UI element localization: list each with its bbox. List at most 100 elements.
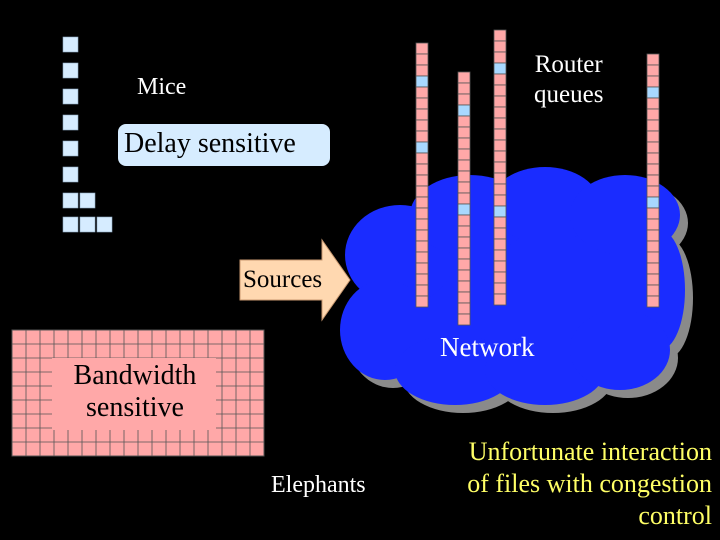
queue-cell bbox=[493, 84, 507, 97]
network-label: Network bbox=[440, 332, 535, 362]
queue-cell bbox=[457, 159, 471, 172]
queue-cell bbox=[646, 229, 660, 242]
queue-cell bbox=[493, 194, 507, 207]
queue-cell bbox=[646, 152, 660, 165]
queue-marker-cell bbox=[415, 75, 429, 88]
queue-cell bbox=[457, 258, 471, 271]
queue-cell bbox=[646, 75, 660, 88]
queue-cell bbox=[415, 64, 429, 77]
queue-cell bbox=[646, 207, 660, 220]
queue-cell bbox=[646, 130, 660, 143]
mouse-cell bbox=[62, 88, 79, 105]
queue-cell bbox=[646, 295, 660, 308]
queue-cell bbox=[415, 262, 429, 275]
caption-line-1: Unfortunate interaction bbox=[468, 437, 712, 466]
queue-cell bbox=[457, 236, 471, 249]
queue-cell bbox=[493, 216, 507, 229]
queue-cell bbox=[457, 192, 471, 205]
bandwidth-sensitive-label: Bandwidth sensitive bbox=[60, 360, 210, 424]
bandwidth-line-2: sensitive bbox=[86, 392, 184, 423]
queue-cell bbox=[415, 218, 429, 231]
congestion-caption: Unfortunate interaction of files with co… bbox=[440, 436, 712, 532]
queue-cell bbox=[493, 29, 507, 42]
queue-cell bbox=[646, 108, 660, 121]
queue-cell bbox=[646, 218, 660, 231]
mouse-cell bbox=[62, 62, 79, 79]
queue-cell bbox=[493, 238, 507, 251]
queue-cell bbox=[415, 119, 429, 132]
router-queues-line-1: Router bbox=[534, 51, 603, 78]
mouse-cell bbox=[62, 192, 79, 209]
bandwidth-label-backdrop bbox=[52, 358, 216, 430]
queue-marker-cell bbox=[493, 205, 507, 218]
queue-cell bbox=[493, 227, 507, 240]
router-queues-label: Router queues bbox=[534, 50, 603, 110]
mice-cells bbox=[62, 36, 113, 233]
queue-cell bbox=[493, 40, 507, 53]
queue-cell bbox=[646, 262, 660, 275]
queue-cell bbox=[415, 97, 429, 110]
queue-marker-cell bbox=[415, 141, 429, 154]
queue-cell bbox=[415, 185, 429, 198]
delay-sensitive-box bbox=[118, 124, 330, 166]
queue-cell bbox=[415, 284, 429, 297]
queue-cell bbox=[493, 183, 507, 196]
queue-cell bbox=[493, 161, 507, 174]
queue-cell bbox=[493, 73, 507, 86]
caption-line-2: of files with congestion bbox=[467, 469, 712, 498]
queue-cell bbox=[415, 152, 429, 165]
queue-cell bbox=[415, 273, 429, 286]
queue-cell bbox=[457, 280, 471, 293]
network-cloud bbox=[340, 167, 685, 405]
queue-cell bbox=[493, 282, 507, 295]
mouse-cell bbox=[62, 114, 79, 131]
queue-cell bbox=[646, 141, 660, 154]
queue-cell bbox=[457, 181, 471, 194]
queue-cell bbox=[646, 119, 660, 132]
queue-cell bbox=[493, 249, 507, 262]
queue-cell bbox=[457, 225, 471, 238]
queue-cell bbox=[646, 273, 660, 286]
queue-cell bbox=[415, 295, 429, 308]
elephants-block bbox=[11, 329, 265, 457]
router-queues-line-2: queues bbox=[534, 81, 604, 108]
queue-cell bbox=[457, 313, 471, 326]
queue-cell bbox=[646, 97, 660, 110]
caption-line-3: control bbox=[638, 501, 712, 530]
sources-label: Sources bbox=[243, 266, 323, 293]
queue-cell bbox=[415, 251, 429, 264]
queue-cell bbox=[493, 106, 507, 119]
queue-cell bbox=[646, 163, 660, 176]
queue-cell bbox=[415, 86, 429, 99]
mouse-cell bbox=[79, 216, 96, 233]
queue-cell bbox=[493, 150, 507, 163]
queue-cell bbox=[493, 117, 507, 130]
queue-cell bbox=[457, 214, 471, 227]
queue-cell bbox=[415, 240, 429, 253]
queue-cell bbox=[646, 64, 660, 77]
queue-cell bbox=[415, 130, 429, 143]
queue-cell bbox=[493, 95, 507, 108]
queue-cell bbox=[646, 174, 660, 187]
queue-cell bbox=[493, 51, 507, 64]
mouse-cell bbox=[62, 216, 79, 233]
queue-cell bbox=[493, 139, 507, 152]
queue-marker-cell bbox=[493, 62, 507, 75]
queue-cell bbox=[457, 291, 471, 304]
queue-cell bbox=[493, 293, 507, 306]
queue-cell bbox=[457, 148, 471, 161]
queue-cell bbox=[493, 271, 507, 284]
queue-cell bbox=[457, 170, 471, 183]
mice-label: Mice bbox=[137, 74, 187, 100]
queue-marker-cell bbox=[457, 104, 471, 117]
mouse-cell bbox=[96, 216, 113, 233]
mouse-cell bbox=[62, 36, 79, 53]
queue-cell bbox=[457, 247, 471, 260]
mouse-cell bbox=[62, 166, 79, 183]
queue-cell bbox=[415, 207, 429, 220]
queue-cell bbox=[415, 174, 429, 187]
router-queues bbox=[415, 29, 660, 326]
queue-cell bbox=[415, 163, 429, 176]
